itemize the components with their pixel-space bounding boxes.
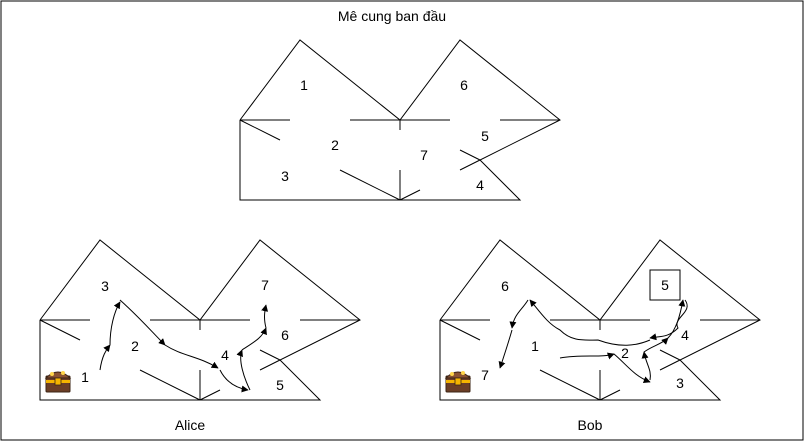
path-arrow [641, 351, 651, 381]
room-label: 1 [531, 338, 539, 354]
alice-maze-walls [39, 239, 361, 401]
maze-wall [259, 349, 281, 361]
room-label: 3 [676, 375, 684, 391]
maze-outline [439, 239, 761, 401]
maze-wall [439, 319, 481, 341]
maze-outline [39, 239, 361, 401]
path-arrow [236, 349, 251, 391]
room-label: 6 [281, 327, 289, 343]
path-arrow [529, 299, 651, 346]
room-label: 4 [221, 347, 229, 363]
maze-wall [199, 389, 221, 401]
path-arrow [261, 304, 269, 329]
path-arrow [164, 344, 219, 369]
maze-wall [239, 119, 281, 141]
maze-wall [659, 349, 681, 361]
alice-path [99, 299, 269, 393]
path-arrow [643, 337, 669, 353]
bob-maze: 6 1 7 2 3 4 5 Bob [439, 239, 761, 433]
path-arrow [509, 299, 529, 329]
path-arrow [498, 329, 513, 369]
room-label: 1 [300, 77, 308, 93]
maze-wall [139, 369, 201, 401]
maze-wall [259, 359, 281, 371]
bob-maze-walls [439, 239, 761, 401]
original-maze: 1 2 3 4 5 6 7 [239, 39, 561, 201]
maze-wall [459, 149, 481, 161]
treasure-chest-icon [44, 371, 72, 393]
maze-wall [39, 319, 81, 341]
room-label: 7 [261, 277, 269, 293]
room-label: 5 [481, 128, 489, 144]
room-label: 6 [460, 77, 468, 93]
goal-room-box [649, 269, 681, 301]
path-arrow [241, 327, 267, 351]
room-label: 4 [681, 327, 689, 343]
path-arrow [99, 344, 111, 371]
maze-wall [599, 389, 621, 401]
room-label: 3 [281, 168, 289, 184]
room-label: 7 [481, 367, 489, 383]
alice-caption: Alice [175, 417, 206, 433]
diagram-title: Mê cung ban đầu [338, 8, 446, 24]
maze-wall [459, 159, 481, 171]
path-arrow [109, 301, 121, 346]
bob-path [498, 299, 688, 384]
room-label: 5 [661, 277, 669, 293]
room-label: 6 [501, 278, 509, 294]
room-label: 2 [331, 137, 339, 153]
maze-outline [239, 39, 561, 201]
room-label: 3 [101, 278, 109, 294]
path-arrow [613, 353, 651, 384]
maze-wall [539, 369, 601, 401]
room-label: 2 [131, 338, 139, 354]
original-maze-walls [239, 39, 561, 201]
path-arrow [649, 299, 688, 341]
room-label: 2 [621, 345, 629, 361]
room-label: 5 [276, 377, 284, 393]
room-label: 1 [81, 369, 89, 385]
treasure-chest-icon [444, 371, 472, 393]
bob-caption: Bob [578, 417, 603, 433]
room-label: 4 [476, 177, 484, 193]
path-arrow [559, 352, 615, 360]
alice-maze: 3 2 1 4 5 7 6 Alice [39, 239, 361, 433]
room-label: 7 [420, 147, 428, 163]
maze-wall [399, 189, 421, 201]
path-arrow [667, 299, 686, 339]
path-arrow [119, 299, 166, 346]
path-arrow [219, 369, 249, 393]
maze-wall [659, 359, 681, 371]
maze-wall [339, 169, 401, 201]
